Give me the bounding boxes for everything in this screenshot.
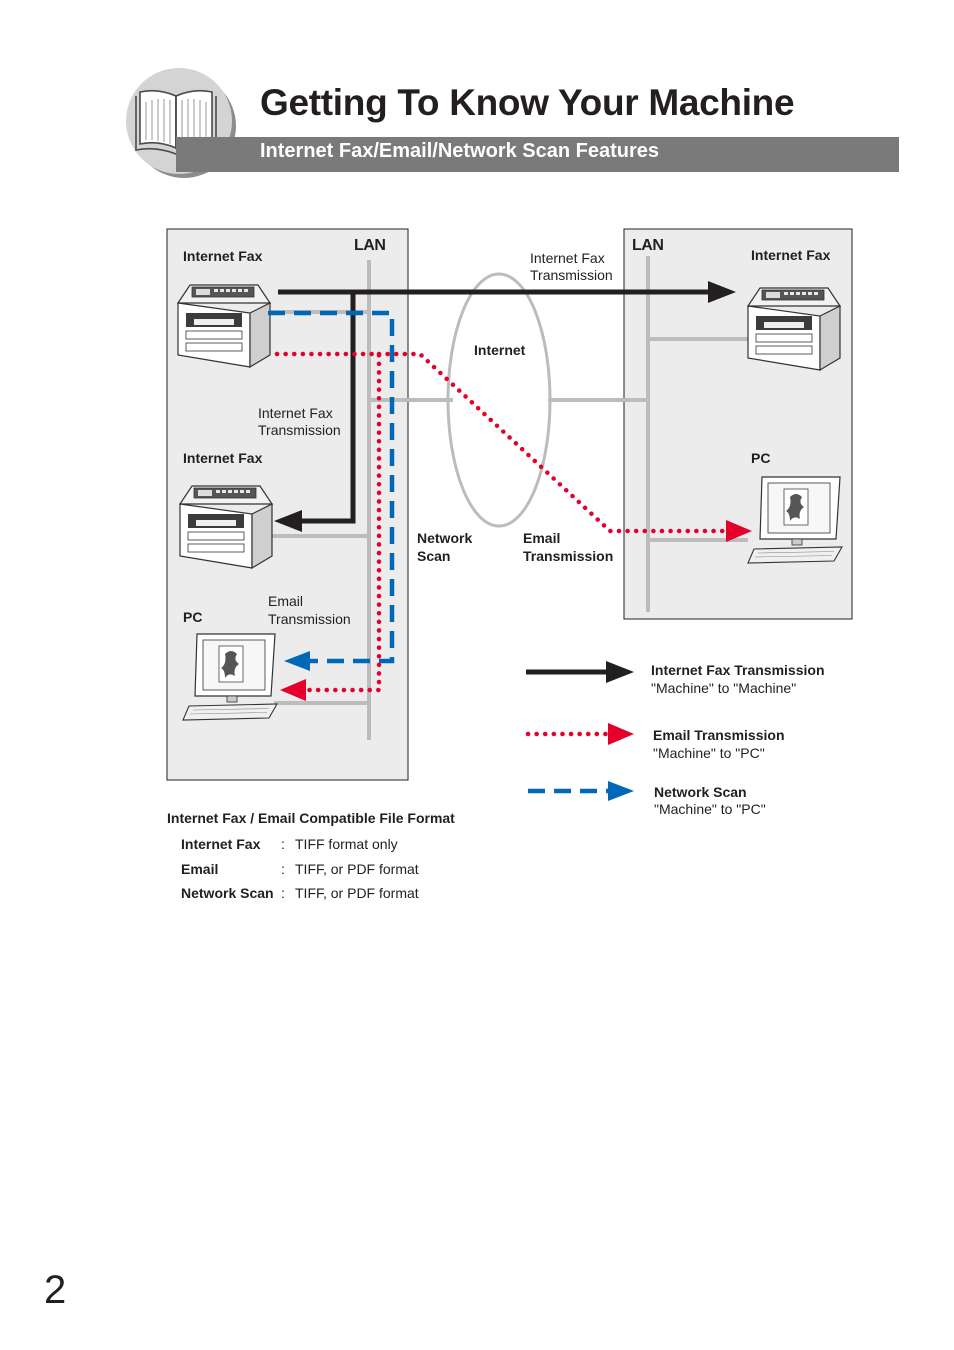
legend-item-email: Email Transmission "Machine" to "PC" xyxy=(653,727,785,761)
fax-machine-left-middle xyxy=(179,485,273,569)
internet-cloud xyxy=(446,272,552,528)
formats-heading: Internet Fax / Email Compatible File For… xyxy=(167,810,455,826)
left-pc-label: PC xyxy=(183,609,203,625)
fax-machine-right xyxy=(747,287,841,371)
left-fax-middle-label: Internet Fax xyxy=(183,450,263,466)
legend xyxy=(525,661,634,801)
internet-label: Internet xyxy=(474,342,526,358)
cloud-email-transmission-label: Email Transmission xyxy=(523,530,614,564)
legend-item-scan: Network Scan "Machine" to "PC" xyxy=(654,784,766,817)
right-pc-label: PC xyxy=(751,450,771,466)
subtitle-bar xyxy=(176,137,899,172)
right-fax-label: Internet Fax xyxy=(751,247,831,263)
network-diagram xyxy=(166,228,853,801)
fax-machine-left-top xyxy=(177,284,271,368)
top-fax-transmission-label: Internet Fax Transmission xyxy=(530,250,613,283)
page-title: Getting To Know Your Machine xyxy=(260,82,795,123)
pc-left xyxy=(182,633,278,721)
page-number: 2 xyxy=(44,1268,67,1312)
legend-item-fax: Internet Fax Transmission "Machine" to "… xyxy=(651,662,825,696)
left-fax-top-label: Internet Fax xyxy=(183,248,263,264)
right-lan-label: LAN xyxy=(632,237,664,254)
left-lan-label: LAN xyxy=(354,237,386,254)
pc-right xyxy=(747,476,843,564)
network-scan-label: Network Scan xyxy=(417,530,473,564)
page-subtitle: Internet Fax/Email/Network Scan Features xyxy=(260,140,660,162)
left-fax-transmission-label: Internet Fax Transmission xyxy=(258,405,341,438)
left-email-transmission-label: Email Transmission xyxy=(268,593,351,627)
